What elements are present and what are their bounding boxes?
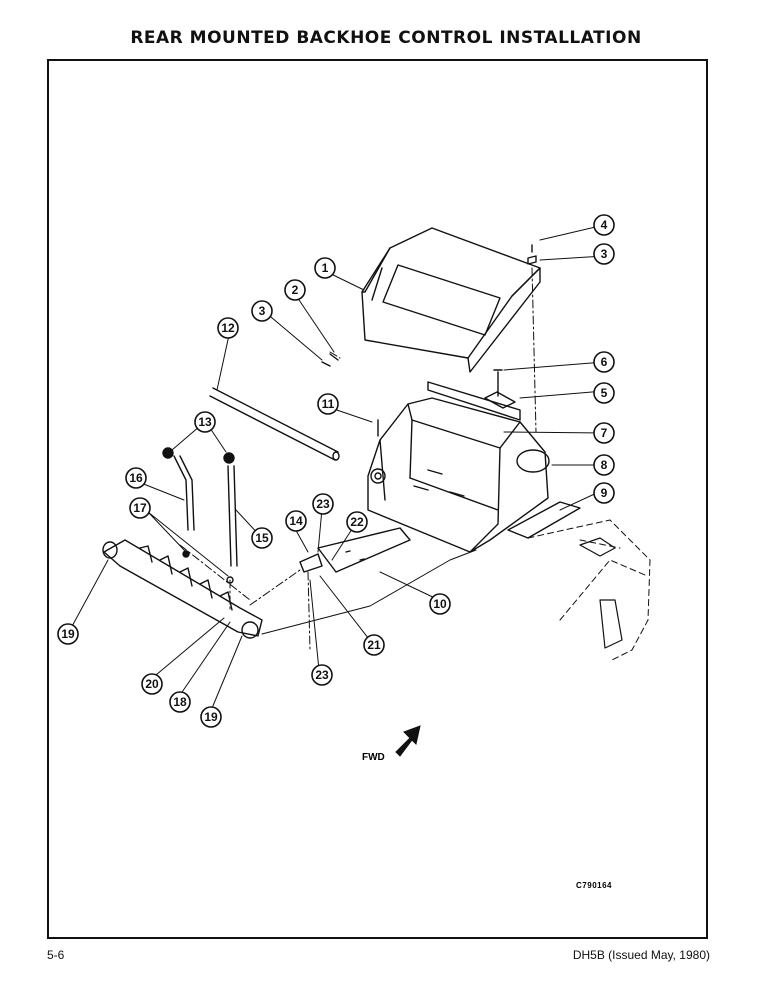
page-title: REAR MOUNTED BACKHOE CONTROL INSTALLATIO… xyxy=(130,28,642,48)
lever-straight xyxy=(227,465,238,567)
callout-23b: 23 xyxy=(315,668,329,682)
callout-13: 13 xyxy=(198,415,212,429)
callout-4: 4 xyxy=(601,218,608,232)
callout-19: 19 xyxy=(61,627,75,641)
document-id: DH5B (Issued May, 1980) xyxy=(572,948,710,962)
callout-3: 3 xyxy=(259,304,266,318)
callout-19b: 19 xyxy=(204,710,218,724)
rod xyxy=(209,387,339,461)
callout-circles xyxy=(57,214,615,728)
callout-20: 20 xyxy=(145,677,159,691)
mounting-plate xyxy=(317,527,411,573)
callout-21: 21 xyxy=(367,638,381,652)
pivot-bracket xyxy=(299,553,323,573)
callout-11: 11 xyxy=(322,397,335,411)
callout-22: 22 xyxy=(350,515,364,529)
callout-8: 8 xyxy=(601,458,608,472)
callout-17: 17 xyxy=(133,501,147,515)
callout-10: 10 xyxy=(433,597,447,611)
callout-16: 16 xyxy=(129,471,143,485)
control-cover xyxy=(361,227,541,373)
forward-arrow-icon xyxy=(395,725,421,757)
callout-2: 2 xyxy=(292,283,299,297)
callout-9: 9 xyxy=(601,486,608,500)
callout-numbers: 1 2 3 3 4 5 6 7 8 9 10 11 12 13 14 15 16… xyxy=(61,218,607,724)
callout-1: 1 xyxy=(322,261,329,275)
lever-bent xyxy=(173,455,195,531)
callout-18: 18 xyxy=(173,695,187,709)
callout-7: 7 xyxy=(601,426,608,440)
figure-frame xyxy=(47,59,708,939)
control-box xyxy=(367,381,550,553)
callout-14: 14 xyxy=(289,514,303,528)
direction-label: FWD xyxy=(362,752,385,763)
callout-3b: 3 xyxy=(601,247,608,261)
tractor-outline xyxy=(527,519,651,661)
base-plate xyxy=(507,501,581,539)
callout-6: 6 xyxy=(601,355,608,369)
callout-5: 5 xyxy=(601,386,608,400)
drawing-number: C790164 xyxy=(576,881,612,890)
control-valve xyxy=(102,539,263,639)
tractor-linkage xyxy=(579,537,623,649)
callout-23: 23 xyxy=(316,497,330,511)
page-number: 5-6 xyxy=(47,948,65,962)
callout-15: 15 xyxy=(255,531,269,545)
callout-12: 12 xyxy=(221,321,235,335)
